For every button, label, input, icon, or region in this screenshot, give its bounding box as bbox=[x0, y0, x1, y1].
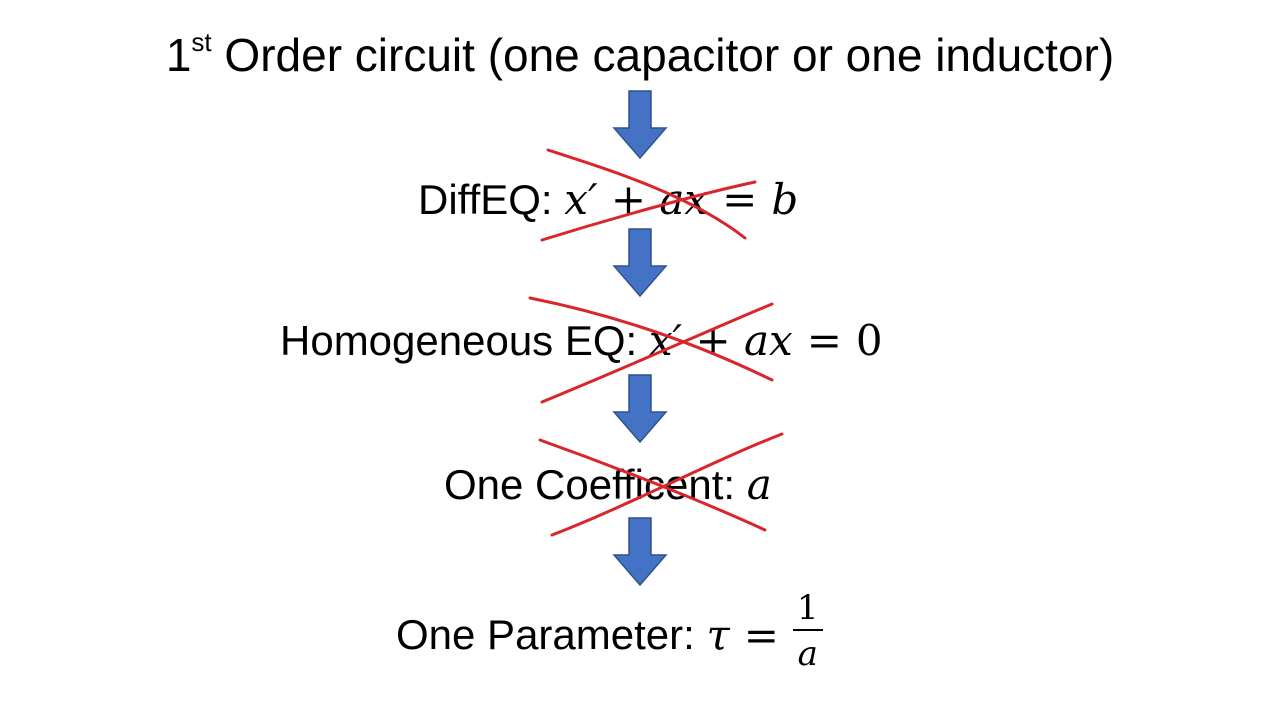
down-arrow-icon bbox=[612, 374, 668, 444]
fraction-denominator: a bbox=[797, 634, 818, 674]
coefficient-label: One Coefficent: bbox=[444, 461, 747, 508]
homogeneous-label: Homogeneous EQ: bbox=[280, 317, 649, 364]
parameter-symbol: τ bbox=[706, 610, 730, 660]
down-arrow-icon bbox=[612, 90, 668, 160]
homogeneous-lhs: x′ + ax bbox=[648, 316, 793, 365]
title-text: Order circuit (one capacitor or one indu… bbox=[211, 29, 1115, 81]
diffeq-rhs: b bbox=[771, 175, 799, 224]
homogeneous-rhs: 0 bbox=[855, 316, 883, 365]
down-arrow-icon bbox=[612, 228, 668, 298]
diffeq-label: DiffEQ: bbox=[418, 176, 565, 223]
title-ordinal: 1 bbox=[165, 29, 192, 81]
title-ordinal-suffix: st bbox=[191, 27, 212, 57]
fraction-numerator: 1 bbox=[792, 591, 823, 631]
coefficient-line: One Coefficent: a bbox=[444, 460, 772, 509]
homogeneous-equals: = bbox=[806, 316, 842, 365]
down-arrow-icon bbox=[612, 517, 668, 587]
diffeq-line: DiffEQ: x′ + ax = b bbox=[418, 175, 798, 224]
diffeq-lhs: x′ + ax bbox=[564, 175, 709, 224]
slide-title: 1st Order circuit (one capacitor or one … bbox=[0, 28, 1280, 82]
diffeq-equals: = bbox=[722, 175, 758, 224]
parameter-equals: = bbox=[743, 610, 779, 660]
coefficient-symbol: a bbox=[746, 460, 772, 509]
homogeneous-line: Homogeneous EQ: x′ + ax = 0 bbox=[280, 316, 883, 365]
parameter-label: One Parameter: bbox=[396, 611, 707, 658]
